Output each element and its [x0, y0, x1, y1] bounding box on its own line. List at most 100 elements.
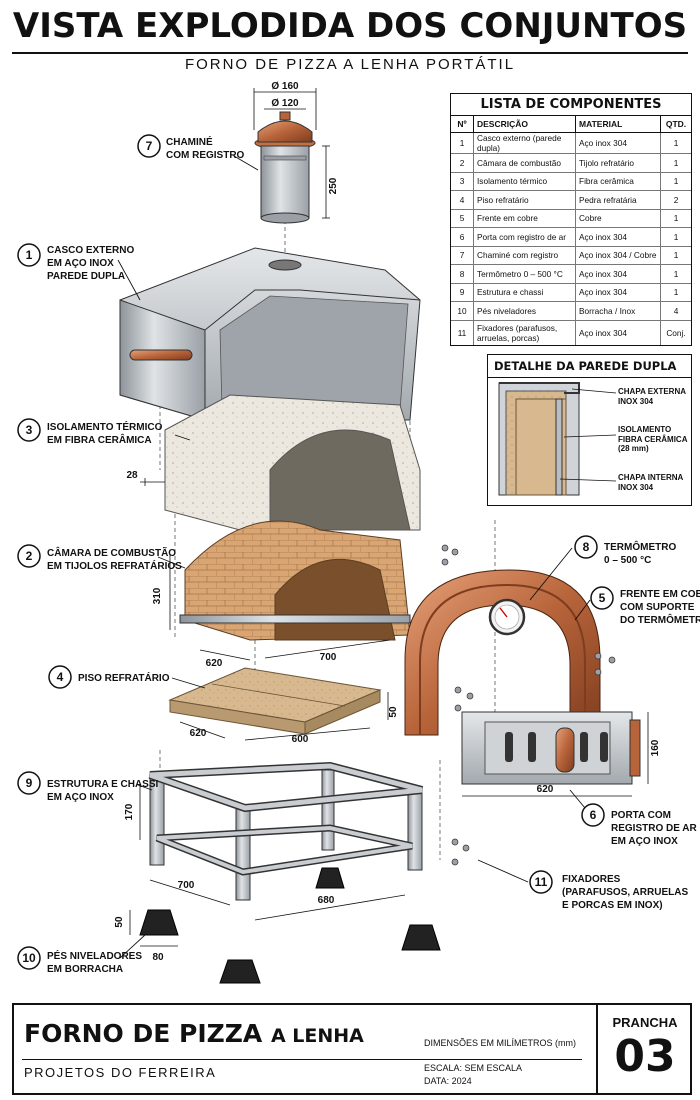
components-table-title: LISTA DE COMPONENTES	[451, 94, 691, 116]
column-header: DESCRIÇÃO	[473, 116, 576, 133]
callout-number: 7	[146, 139, 153, 153]
callout-10: 10 PÉS NIVELADORES EM BORRACHA	[17, 946, 142, 975]
callout-1: 1 CASCO EXTERNO EM AÇO INOX PAREDE DUPLA	[17, 243, 134, 282]
table-cell: Casco externo (parede dupla)	[473, 132, 576, 154]
table-cell: Isolamento térmico	[473, 172, 576, 191]
dim-foot-lines	[129, 910, 178, 947]
double-wall-detail: DETALHE DA PAREDE DUPLA CHAPA EXTERNA IN…	[487, 354, 692, 506]
table-cell: Aço inox 304	[575, 283, 661, 302]
dim-foot-width: 80	[152, 952, 164, 963]
table-cell: Borracha / Inox	[575, 301, 661, 321]
table-cell: 1	[660, 246, 691, 265]
table-cell: 1	[660, 172, 691, 191]
callout-label: TERMÔMETRO	[604, 540, 676, 553]
sheet-box: PRANCHA 03	[596, 1005, 692, 1093]
table-cell: 1	[451, 132, 474, 154]
dim-door-lines	[462, 712, 649, 797]
dim-chamber-width: 700	[320, 652, 337, 663]
page-title: VISTA EXPLODIDA DOS CONJUNTOS	[12, 6, 688, 46]
detail-label-line: ISOLAMENTO	[618, 425, 672, 434]
detail-label-line: CHAPA EXTERNA	[618, 387, 687, 396]
detail-label-line: (28 mm)	[618, 444, 649, 453]
callout-11: 11 FIXADORES (PARAFUSOS, ARRUELAS E PORC…	[529, 870, 688, 911]
table-cell: Aço inox 304	[575, 320, 661, 345]
callout-label: (PARAFUSOS, ARRUELAS	[562, 887, 688, 898]
callout-3: 3 ISOLAMENTO TÉRMICO EM FIBRA CERÂMICA	[17, 418, 163, 446]
dim-chamber-lines	[169, 555, 391, 661]
callout-label: E PORCAS EM INOX)	[562, 900, 663, 911]
callout-label: ESTRUTURA E CHASSI	[47, 779, 159, 790]
callout-label: EM AÇO INOX	[611, 836, 678, 847]
table-cell: Câmara de combustão	[473, 153, 576, 173]
table-cell: Aço inox 304	[575, 264, 661, 284]
table-cell: 10	[451, 301, 474, 321]
drawing-name: FORNO DE PIZZA A LENHA	[24, 1019, 364, 1048]
table-cell: 9	[451, 283, 474, 302]
copper-front	[404, 569, 601, 736]
callout-number: 5	[599, 591, 606, 605]
table-cell: Cobre	[575, 209, 661, 228]
units-note: DIMENSÕES EM MILÍMETROS (mm)	[424, 1038, 577, 1048]
column-header: Nº	[451, 116, 474, 133]
table-cell: Conj.	[666, 327, 686, 338]
table-cell: 3	[451, 172, 474, 191]
callout-label: FIXADORES	[562, 874, 621, 885]
dim-stand-lines	[139, 785, 406, 921]
table-cell: 1	[660, 132, 691, 154]
callout-label: PÉS NIVELADORES	[47, 949, 142, 962]
table-cell: Estrutura e chassi	[473, 283, 576, 302]
callout-label: EM FIBRA CERÂMICA	[47, 433, 152, 446]
dim-door-width: 620	[537, 784, 554, 795]
dim-insulation-lines	[140, 478, 165, 486]
dim-foot-height: 50	[114, 916, 125, 928]
callout-number: 10	[22, 951, 36, 965]
callout-number: 9	[26, 776, 33, 790]
detail-leader-lines	[560, 388, 617, 482]
callout-7: 7 CHAMINÉ COM REGISTRO	[137, 134, 245, 161]
table-cell: Aço inox 304	[575, 132, 661, 154]
dim-chamber-depth: 620	[206, 658, 223, 669]
callout-number: 6	[590, 808, 597, 822]
table-cell: Piso refratário	[473, 190, 576, 210]
insulation-shell	[164, 394, 421, 531]
dim-chimney-height: 250	[328, 177, 339, 194]
callout-label: EM BORRACHA	[47, 964, 123, 975]
table-cell: 1	[660, 227, 691, 247]
detail-insulation-label: ISOLAMENTO FIBRA CERÂMICA (28 mm)	[618, 425, 687, 454]
callout-number: 2	[26, 549, 33, 563]
callout-6: 6 PORTA COM REGISTRO DE AR EM AÇO INOX	[581, 803, 698, 847]
detail-label-line: CHAPA INTERNA	[618, 473, 684, 482]
callout-number: 1	[26, 248, 33, 262]
callout-label: DO TERMÔMETRO	[620, 613, 700, 626]
table-cell: Termômetro 0 – 500 °C	[473, 264, 576, 284]
dim-floor-depth: 620	[190, 728, 207, 739]
date-note: DATA: 2024	[424, 1076, 472, 1086]
table-cell: Fixadores (parafusos, arruelas, porcas)	[473, 320, 576, 345]
outer-casing	[119, 247, 421, 421]
dim-insulation: 28	[126, 470, 138, 481]
callout-label: ISOLAMENTO TÉRMICO	[47, 420, 163, 433]
title-divider	[12, 52, 688, 54]
callout-9: 9 ESTRUTURA E CHASSI EM AÇO INOX	[17, 771, 159, 803]
dim-stand-depth: 700	[178, 880, 195, 891]
table-cell: 8	[451, 264, 474, 284]
dim-floor-lines	[179, 692, 389, 741]
detail-outer-sheet-label: CHAPA EXTERNA INOX 304	[618, 387, 686, 406]
table-cell: Aço inox 304 / Cobre	[575, 246, 661, 265]
dim-floor-thickness: 50	[388, 706, 399, 718]
callout-label: REGISTRO DE AR	[611, 823, 698, 834]
table-cell: 1	[660, 283, 691, 302]
refractory-floor	[168, 667, 382, 735]
table-cell: 2	[451, 153, 474, 173]
title-block-divider	[22, 1059, 582, 1060]
table-cell: Tijolo refratário	[575, 153, 661, 173]
callout-2: 2 CÂMARA DE COMBUSTÃO EM TIJOLOS REFRATÁ…	[17, 544, 182, 572]
